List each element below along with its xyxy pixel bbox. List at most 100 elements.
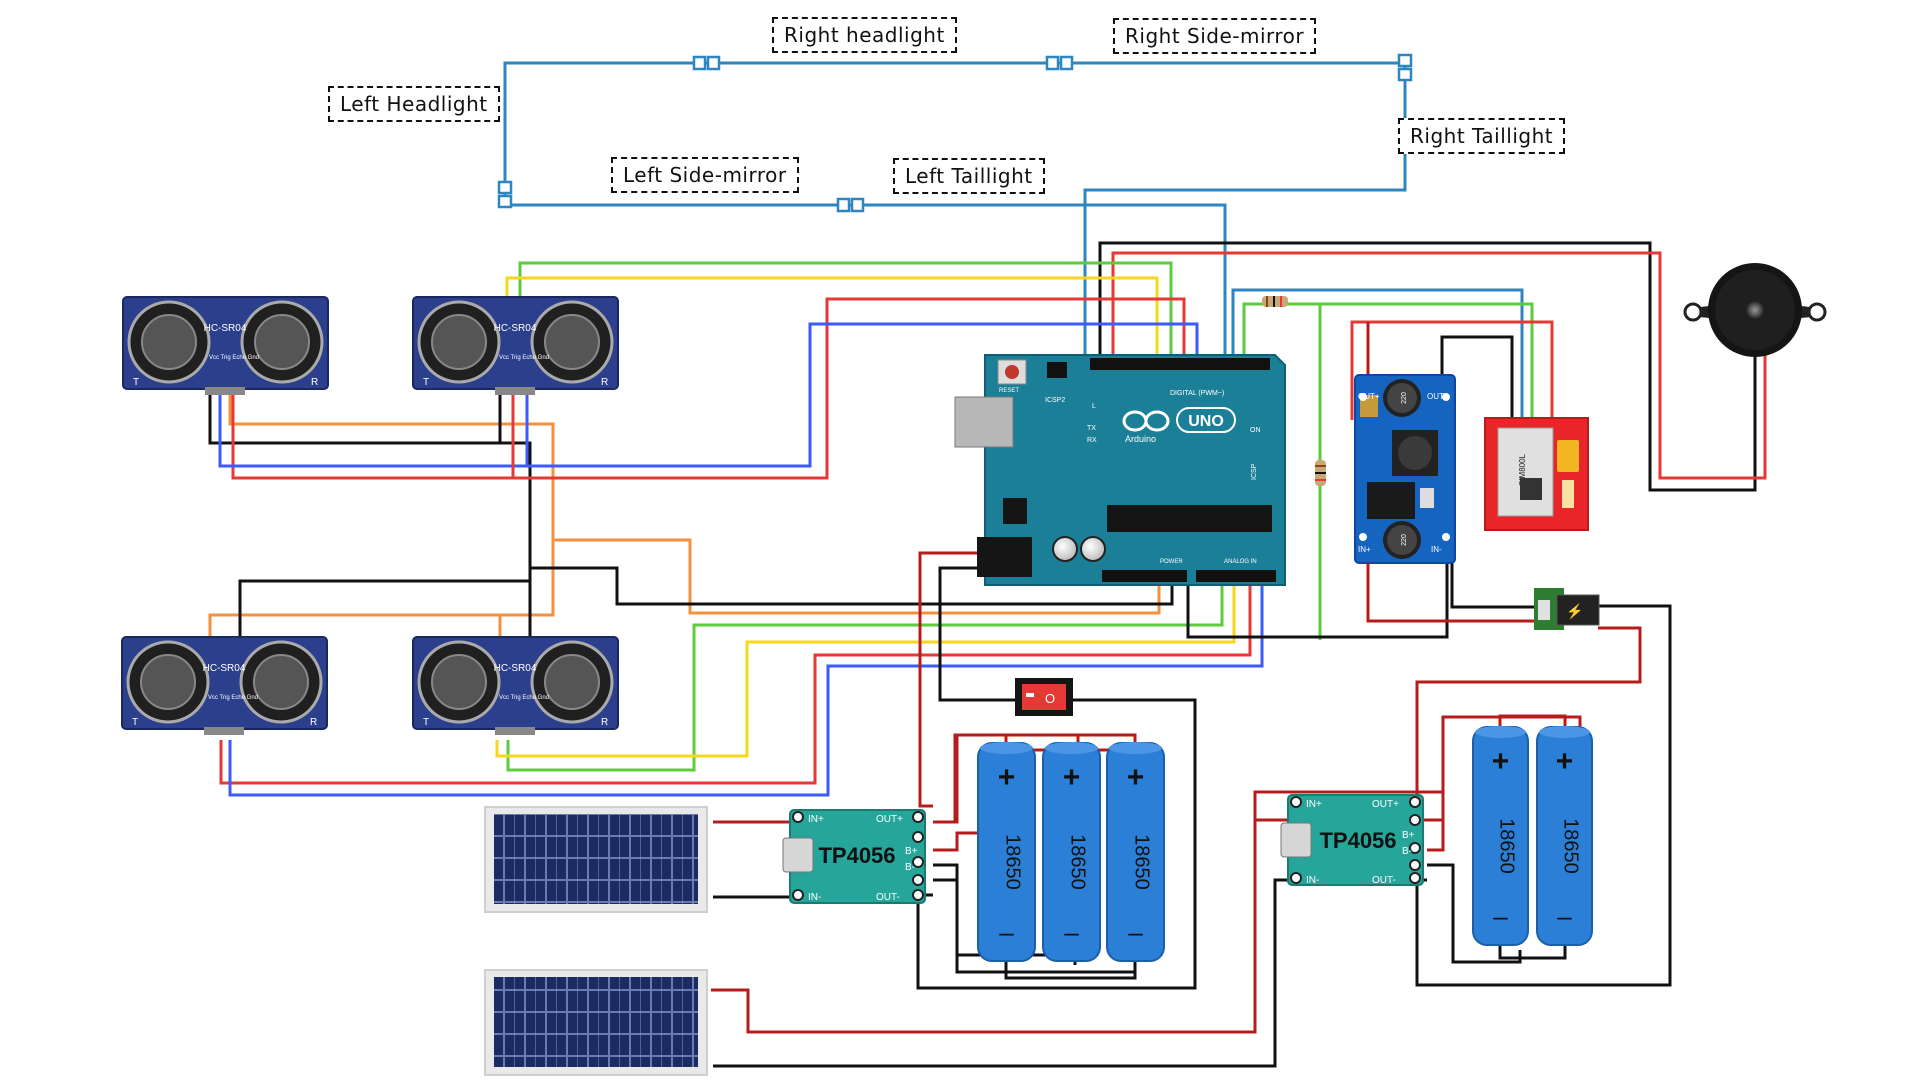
l-led-text: L (1092, 403, 1096, 410)
left-headlight-connector (497, 180, 513, 195)
battery-model-text: 18650 (1002, 834, 1024, 890)
buck-in-minus: IN- (1431, 545, 1442, 554)
right-taillight-connector (1397, 53, 1413, 68)
svg-text:220: 220 (1401, 392, 1408, 404)
ultrasonic-sensor-4: HC-SR04 Vcc Trig Echo Gnd T R (412, 636, 619, 735)
analog-header (1196, 570, 1276, 582)
battery-wire (953, 733, 1080, 822)
battery-plus-text: + (1492, 745, 1510, 778)
bolt-icon: ⚡ (1566, 603, 1583, 620)
resistor-1 (1262, 296, 1288, 307)
ultrasonic-sensor-1: HC-SR04 Vcc Trig Echo Gnd T R (122, 296, 329, 395)
sensor-wiring (208, 261, 1449, 797)
on-led-text: ON (1250, 427, 1261, 434)
svg-text:HC-SR04: HC-SR04 (494, 323, 537, 334)
charger-in-plus: IN+ (808, 814, 824, 825)
reset-text: RESET (999, 388, 1019, 394)
battery-wire (1498, 714, 1567, 727)
dc-barrel-jack: ⚡ (1534, 588, 1600, 630)
analog-in-text: ANALOG IN (1224, 559, 1257, 565)
resistor-2 (1315, 460, 1326, 486)
svg-text:T: T (423, 377, 429, 388)
charger-out-plus: OUT+ (1372, 799, 1399, 810)
battery-plus-text: + (998, 761, 1016, 794)
left-taillight-label: Left Taillight (893, 158, 1045, 194)
battery-18650: + – 18650 (1042, 742, 1101, 962)
arduino-model-text: UNO (1188, 413, 1224, 430)
battery-plus-text: + (1556, 745, 1574, 778)
charger-name: TP4056 (1319, 828, 1396, 853)
power-text: POWER (1160, 559, 1183, 565)
svg-text:R: R (310, 717, 317, 728)
led-connectors (497, 53, 1413, 213)
battery-bank: +–18650+–18650+–18650+–18650+–18650 (953, 714, 1593, 980)
battery-wire (1004, 961, 1137, 980)
charger-out-plus: OUT+ (876, 814, 903, 825)
left-headlight-label: Left Headlight (328, 86, 500, 122)
buck-out-plus: OUT+ (1358, 392, 1380, 401)
battery-18650: + – 18650 (1536, 726, 1593, 946)
charger-b-plus: B+ (1402, 830, 1415, 841)
right-side-mirror-label: Right Side-mirror (1113, 18, 1317, 54)
battery-18650: +–18650 (977, 742, 1036, 962)
svg-text:R: R (601, 717, 608, 728)
usb-port (954, 396, 1014, 448)
battery-minus-text: – (1557, 901, 1572, 931)
svg-text:HC-SR04: HC-SR04 (494, 663, 537, 674)
charger-out-minus: OUT- (876, 892, 900, 903)
charger-in-minus: IN- (808, 892, 821, 903)
digital-header (1090, 358, 1270, 370)
left-side-mirror-label: Left Side-mirror (611, 157, 799, 193)
svg-text:Vcc Trig Echo Gnd: Vcc Trig Echo Gnd (209, 355, 259, 361)
buck-converter: 220 220 OUT+ OUT- IN+ IN- (1354, 374, 1456, 564)
solar-panel-1 (484, 806, 708, 913)
battery-plus-text: + (1063, 761, 1081, 794)
svg-text:HC-SR04: HC-SR04 (204, 323, 247, 334)
tp4056-charger-2: TP4056 IN+ IN- OUT+ OUT- B+ B- (1280, 794, 1424, 886)
battery-wire (1498, 945, 1567, 960)
power-header (1102, 570, 1187, 582)
tp4056-charger-1: TP4056 IN+ IN- OUT+ OUT- B+ B- (782, 809, 926, 904)
charger-b-minus: B- (1402, 846, 1412, 857)
right-headlight-label: Right headlight (772, 17, 957, 53)
svg-text:R: R (311, 377, 318, 388)
svg-text:T: T (132, 717, 138, 728)
battery-model-text: 18650 (1560, 818, 1582, 874)
svg-text:220: 220 (1401, 534, 1408, 546)
charger-name: TP4056 (818, 843, 895, 868)
buzzer (1683, 263, 1827, 357)
dc-jack (977, 537, 1032, 577)
digital-text: DIGITAL (PWM~) (1170, 390, 1224, 397)
charger-b-minus: B- (905, 862, 915, 873)
charger-b-plus: B+ (905, 846, 918, 857)
battery-18650: +–18650 (1106, 742, 1165, 962)
power-switch[interactable]: O (1015, 678, 1073, 716)
svg-text:T: T (133, 377, 139, 388)
svg-text:R: R (601, 377, 608, 388)
battery-minus-text: – (1128, 917, 1143, 947)
battery-18650: +–18650 (1472, 726, 1529, 946)
reset-button (997, 359, 1027, 385)
svg-text:T: T (423, 717, 429, 728)
charger-in-plus: IN+ (1306, 799, 1322, 810)
svg-text:HC-SR04: HC-SR04 (203, 663, 246, 674)
svg-text:Vcc Trig Echo Gnd: Vcc Trig Echo Gnd (208, 695, 258, 701)
battery-minus-text: – (1064, 917, 1079, 947)
ultrasonic-sensor-3: HC-SR04 Vcc Trig Echo Gnd T R (121, 636, 328, 735)
left-taillight-connector (836, 197, 851, 213)
charger-out-minus: OUT- (1372, 875, 1396, 886)
buck-in-plus: IN+ (1358, 545, 1371, 554)
sim800l-module: SIM800L (1484, 417, 1589, 531)
arduino-brand-text: Arduino (1125, 434, 1156, 444)
right-side-mirror-connector (1045, 55, 1060, 71)
battery-model-text: 18650 (1131, 834, 1153, 890)
right-taillight-label: Right Taillight (1398, 118, 1566, 154)
battery-minus-text: – (1493, 901, 1508, 931)
rx-led-text: RX (1087, 437, 1097, 444)
tx-led-text: TX (1087, 425, 1096, 432)
charger-in-minus: IN- (1306, 875, 1319, 886)
switch-text: O (1045, 691, 1055, 706)
battery-model-text: 18650 (1067, 834, 1089, 890)
solar-panel-2 (484, 969, 708, 1076)
